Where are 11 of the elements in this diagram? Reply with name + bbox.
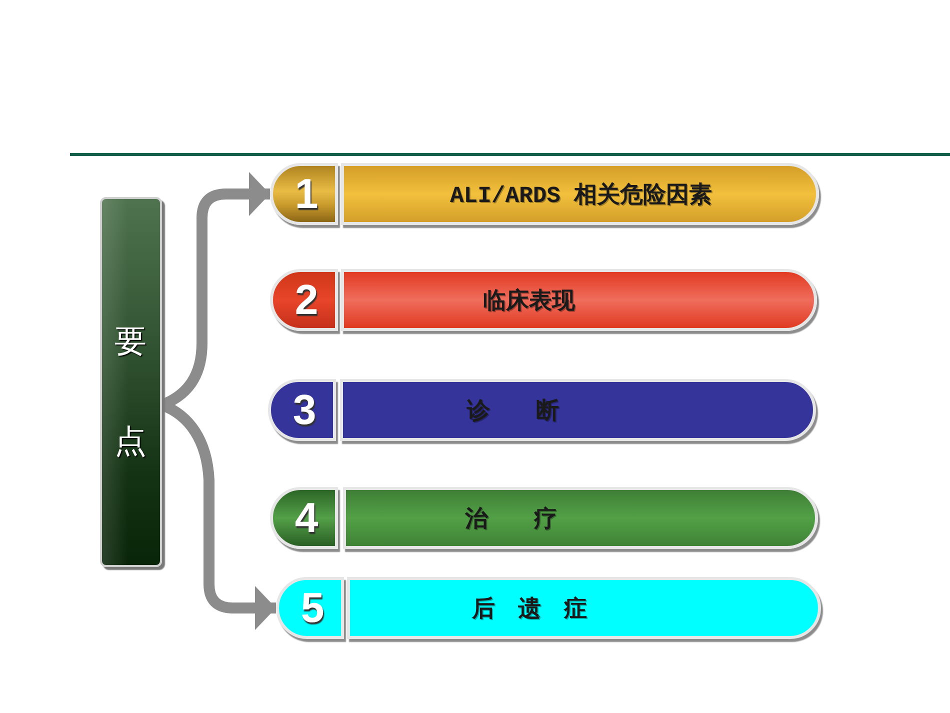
number-tab: 1 (270, 163, 338, 225)
label-panel: 要点 (100, 197, 162, 567)
topic-bar: 后 遗 症 (347, 577, 821, 639)
number-tab: 2 (270, 269, 338, 331)
topic-bar: 临床表现 (341, 269, 817, 331)
number-tab: 3 (268, 379, 336, 441)
number-tab: 4 (270, 487, 338, 549)
topic-bar: ALI/ARDS 相关危险因素 (341, 163, 819, 225)
number-tab: 5 (276, 577, 344, 639)
topic-bar: 治 疗 (343, 487, 818, 549)
topic-bar: 诊 断 (340, 379, 816, 441)
